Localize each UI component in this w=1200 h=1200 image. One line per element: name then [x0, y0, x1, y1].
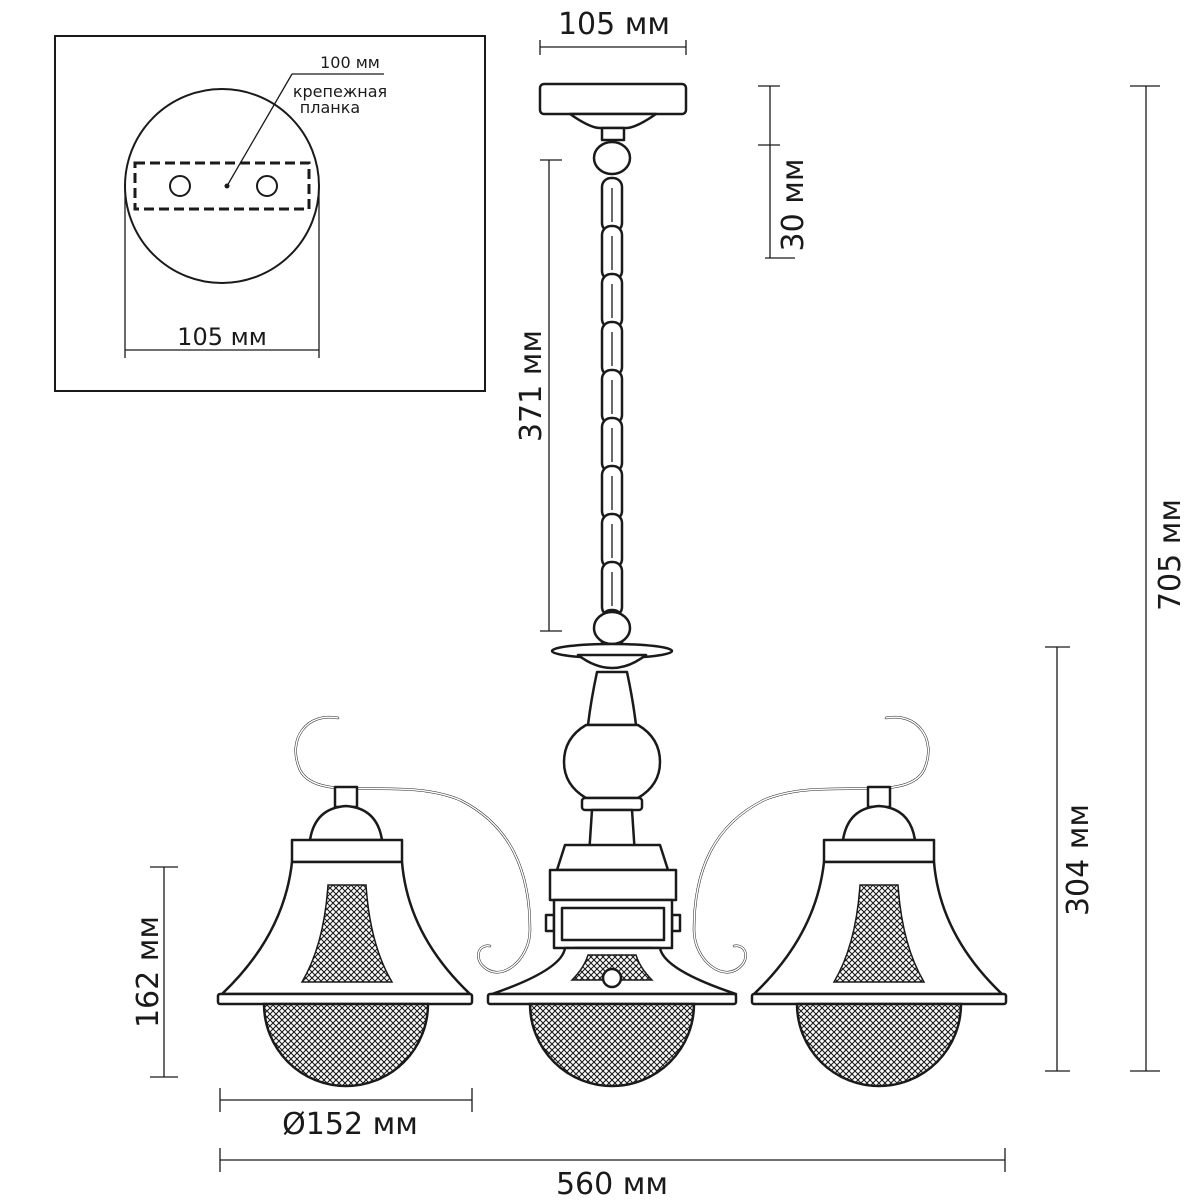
inset-frame: [54, 35, 486, 392]
chain: [592, 140, 632, 666]
dimension-lines: 105 мм 30 мм 371 мм 705 мм 304 мм 162 мм…: [131, 7, 1188, 1200]
canopy-hook: [600, 126, 626, 142]
bracket-width-label: 100 мм: [320, 53, 380, 72]
shade-height-label: 162 мм: [131, 916, 166, 1028]
bracket-leader-line: [226, 73, 293, 187]
hub-band-upper: [548, 868, 678, 902]
shade-center-mesh-panel: [570, 954, 654, 981]
chain-cup-body: [576, 653, 648, 670]
shade-right-rim: [750, 992, 1008, 1006]
chandelier: [216, 82, 1008, 1088]
hub-top: [555, 843, 670, 872]
canopy-height-label: 30 мм: [776, 159, 811, 252]
shade-left-stem: [333, 785, 359, 809]
mounting-plate-circle: [124, 88, 320, 284]
column-ball: [562, 723, 662, 800]
shade-center-rim: [486, 992, 738, 1006]
bracket-name-line1: крепежная: [293, 82, 387, 101]
bracket-hole-right: [256, 175, 278, 197]
shade-left-cap: [308, 804, 384, 842]
body-height-label: 304 мм: [1061, 804, 1096, 916]
ceiling-canopy: [538, 82, 688, 116]
shade-right-cap: [841, 804, 917, 842]
shade-left-mesh-panel: [300, 884, 394, 983]
chain-link-top: [592, 140, 632, 176]
column-stem: [586, 670, 638, 727]
shade-right-stem: [866, 785, 892, 809]
mounting-plate-inset: 100 мм крепежная планка 105 мм: [54, 35, 486, 392]
shade-left-globe: [262, 1002, 430, 1088]
total-width-label: 560 мм: [556, 1167, 668, 1200]
total-height-label: 705 мм: [1153, 499, 1188, 611]
shade-center: [486, 946, 738, 1088]
shade-diameter-label: Ø152 мм: [282, 1107, 418, 1142]
column-ring: [580, 796, 644, 812]
shade-left: [216, 785, 474, 1088]
canopy-width-label: 105 мм: [558, 7, 670, 42]
shade-right-globe: [795, 1002, 963, 1088]
left-arm-highlight: [294, 716, 531, 973]
shade-center-finial: [601, 967, 623, 989]
canopy-neck: [568, 112, 658, 130]
shade-right-collar: [822, 838, 936, 864]
plate-diameter-label: 105 мм: [177, 323, 267, 351]
shade-left-rim: [216, 992, 474, 1006]
shade-center-globe: [528, 1002, 696, 1088]
shade-left-collar: [290, 838, 404, 864]
hub-panel: [560, 906, 666, 942]
bracket-name-line2: планка: [300, 98, 360, 117]
mounting-bracket-outline: [133, 161, 311, 211]
chain-link-bottom: [592, 610, 632, 646]
bracket-hole-left: [169, 175, 191, 197]
shade-right-mesh-panel: [832, 884, 926, 983]
chain-length-label: 371 мм: [514, 330, 549, 442]
shade-right: [750, 785, 1008, 1088]
right-arm-highlight: [693, 716, 930, 973]
